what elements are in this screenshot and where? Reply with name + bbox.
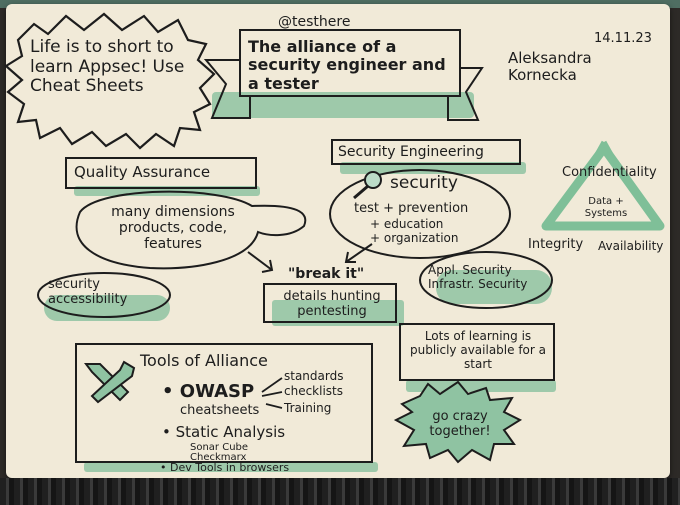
tools-static-analysis: Static Analysis [162, 423, 285, 441]
sketchnote-date: 14.11.23 [594, 31, 652, 46]
motto-text: Life is to short to learn Appsec! Use Ch… [30, 37, 185, 97]
burst-text: go crazy together! [429, 409, 491, 439]
title-banner-shadow [212, 92, 474, 118]
se-item-2: + education [370, 217, 444, 231]
cia-top: Confidentiality [562, 165, 657, 180]
se-item-1: test + prevention [354, 201, 469, 216]
qa-heading-shadow [74, 186, 260, 196]
cia-center: Data + Systems [584, 196, 628, 219]
se-item-3: + organization [370, 231, 459, 245]
tools-static-item-2: Checkmarx [190, 452, 247, 463]
qa-heading: Quality Assurance [74, 163, 211, 181]
cia-right: Availability [598, 239, 664, 253]
speaker-name: Aleksandra Kornecka [508, 49, 592, 85]
event-handle: @testhere [278, 14, 351, 30]
break-it-body: details hunting pentesting [283, 289, 381, 319]
page-title: The alliance of a security engineer and … [248, 37, 446, 93]
cia-left: Integrity [528, 237, 584, 252]
background-fabric [0, 478, 680, 505]
se-small: Appl. Security Infrastr. Security [428, 263, 528, 291]
tools-heading: Tools of Alliance [140, 351, 268, 370]
tools-static-item-1: Sonar Cube [190, 442, 249, 453]
learning-note: Lots of learning is publicly available f… [409, 329, 546, 371]
tools-owasp-cheatsheets: cheatsheets [180, 403, 260, 418]
tools-owasp-branch-3: Training [284, 401, 332, 415]
se-heading: Security Engineering [338, 144, 484, 160]
qa-body: many dimensions products, code, features [111, 204, 235, 253]
learning-box-shadow [406, 380, 556, 392]
break-it-label: "break it" [288, 266, 365, 282]
tools-owasp-branch-2: checklists [284, 384, 344, 398]
tools-devtools: Dev Tools in browsers [160, 461, 289, 475]
tools-owasp: OWASP [162, 381, 254, 403]
se-word: security [390, 173, 458, 193]
tools-owasp-branch-1: standards [284, 369, 344, 383]
qa-small: security accessibility [48, 277, 128, 307]
